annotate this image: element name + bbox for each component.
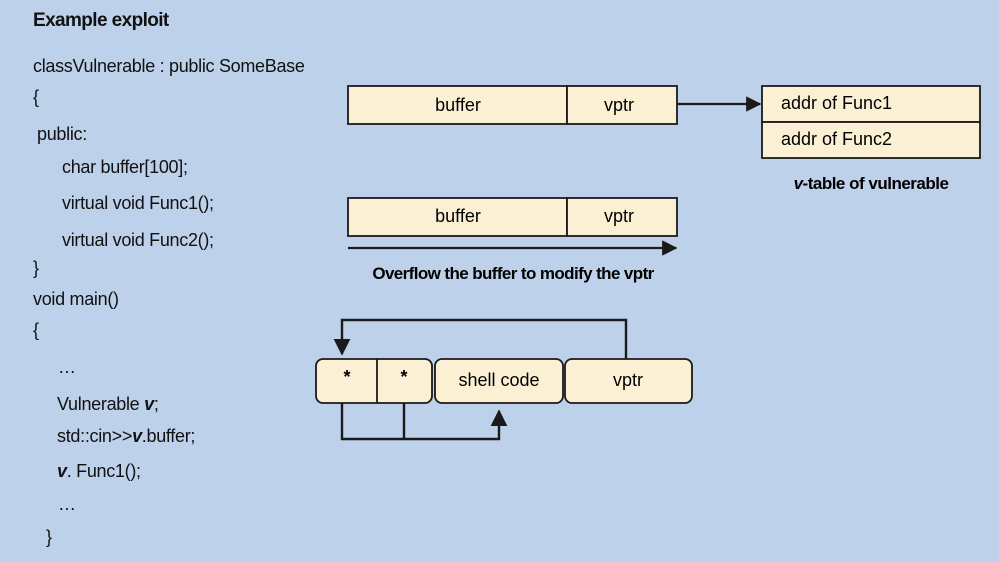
code-line-main-open-brace: { [33,320,39,340]
buffer-label: buffer [435,95,481,115]
code-text: std::cin>> [57,426,133,446]
code-line-object-decl: Vulnerable v; [57,394,159,415]
vtable-caption-rest: -table of vulnerable [803,174,949,193]
code-line-class-decl: classVulnerable : public SomeBase [33,56,305,76]
vptr-cell [566,85,678,125]
code-line-ellipsis-2: … [58,494,76,514]
exploit-vptr-cell [564,358,693,404]
object-layout-2: buffer vptr [347,197,678,237]
code-text: . Func1(); [66,461,141,481]
vtable-entry-func2 [761,121,981,159]
vptr-label: vptr [604,206,634,226]
buffer-cell [347,85,568,125]
overflow-caption: Overflow the buffer to modify the vptr [372,264,654,283]
code-line-public: public: [37,124,87,144]
code-var: v [57,461,67,481]
buffer-cell [347,197,568,237]
pointer-cells [315,358,433,404]
vtable-entry-func1-label: addr of Func1 [781,93,892,113]
pointer2-label: * [400,367,407,387]
vtable-entry-func2-label: addr of Func2 [781,129,892,149]
code-var: v [132,426,142,446]
code-line-main-close-brace: } [46,527,52,547]
vptr-loop-arrow [333,318,628,359]
code-line-call-func1: v. Func1(); [57,461,141,482]
code-line-buffer-decl: char buffer[100]; [62,157,188,177]
code-text: Vulnerable [57,394,145,414]
code-line-ellipsis-1: … [58,357,76,377]
pointers-to-shellcode-arrow [340,403,508,441]
exploit-vptr-label: vptr [613,370,643,390]
vptr-cell [566,197,678,237]
vtable-caption-var: v [794,174,805,193]
buffer-label: buffer [435,206,481,226]
shellcode-cell [434,358,564,404]
figure-title: Example exploit [33,10,169,31]
object-layout-1: buffer vptr [347,85,678,125]
code-line-func1-decl: virtual void Func1(); [62,193,214,213]
code-text: .buffer; [141,426,196,446]
vtable-caption: v-table of vulnerable [794,174,949,193]
code-line-open-brace: { [33,87,39,107]
vtable: addr of Func1 addr of Func2 v-table of v… [761,85,981,193]
code-line-cin: std::cin>>v.buffer; [57,426,195,447]
vptr-label: vptr [604,95,634,115]
code-text: ; [153,394,159,414]
exploit-layout: * * shell code vptr [315,318,693,441]
code-line-main: void main() [33,289,119,309]
pointer1-label: * [343,367,350,387]
shellcode-label: shell code [458,370,539,390]
code-var: v [144,394,154,414]
code-line-close-brace: } [33,258,39,278]
code-line-func2-decl: virtual void Func2(); [62,230,214,250]
